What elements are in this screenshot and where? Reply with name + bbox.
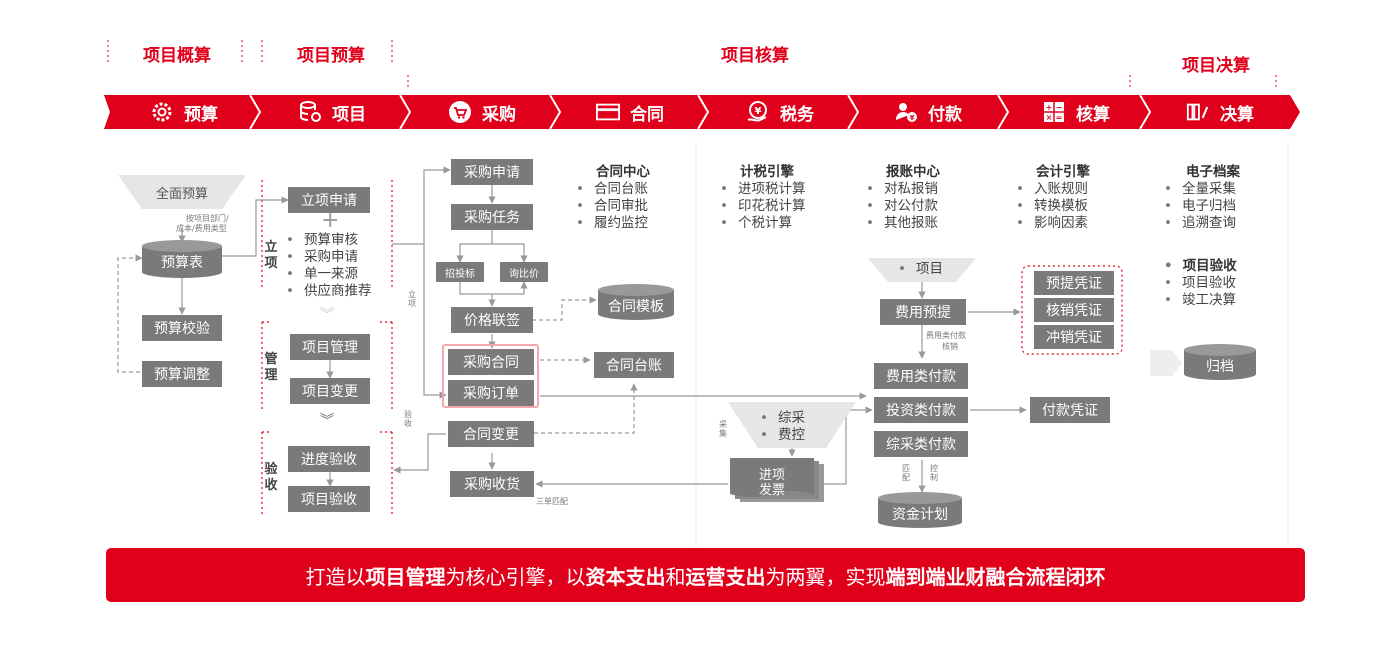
segment-contract[interactable]: 合同 (560, 95, 700, 129)
payment-funnel-list: 项目 (898, 261, 943, 278)
svg-text:=: = (1056, 113, 1063, 122)
tax-collect-note: 采集 (719, 420, 727, 438)
report-center-list: 报账中心 对私报销 对公付款 其他报账 (866, 164, 940, 232)
payment-note-control: 控制 (930, 464, 938, 482)
segment-label: 采购 (482, 104, 516, 125)
yuan-hand-icon: ¥ (746, 100, 770, 124)
stage-setup-label: 立项 (264, 240, 278, 271)
purchase-contract-box[interactable]: 采购合同 (448, 349, 534, 375)
phase-estimate: 项目概算 (143, 46, 211, 66)
purchase-receive-box[interactable]: 采购收货 (450, 471, 534, 497)
phase-final: 项目决算 (1182, 56, 1250, 76)
contract-ledger-box[interactable]: 合同台账 (594, 352, 674, 378)
segment-label: 项目 (332, 104, 366, 125)
connectors (117, 140, 1289, 545)
project-apply-box[interactable]: 立项申请 (288, 187, 370, 213)
user-pay-icon: ¥ (894, 100, 918, 124)
segment-final[interactable]: 决算 (1150, 95, 1290, 129)
project-apply-bullets: 预算审核 采购申请 单一来源 供应商推荐 (286, 232, 372, 300)
segment-label: 决算 (1220, 104, 1254, 125)
phase-budget: 项目预算 (297, 46, 365, 66)
process-bar (104, 95, 1300, 129)
contract-center-list: 合同中心 合同台账 合同审批 履约监控 (576, 164, 650, 232)
invoice-stack[interactable]: 进项 发票 (730, 458, 826, 508)
price-sign-box[interactable]: 价格联签 (451, 307, 533, 333)
database-gear-icon (298, 100, 322, 124)
e-archive-list: 电子档案 全量采集 电子归档 追溯查询 (1164, 164, 1240, 232)
chevron-down-icon: ︾ (320, 413, 334, 429)
segment-budget[interactable]: 预算 (114, 95, 254, 129)
archive[interactable]: 归档 (1184, 344, 1256, 380)
comp-payment-box[interactable]: 综采类付款 (874, 431, 968, 457)
stage-manage-label: 管理 (264, 352, 278, 383)
phase-separators (107, 40, 1277, 90)
budget-note-2: 成本/费用类型 (176, 224, 227, 233)
svg-text:−: − (1056, 103, 1063, 112)
budget-funnel-label: 全面预算 (155, 187, 208, 202)
project-accept-list: 项目验收 项目验收 竣工决算 (1164, 258, 1237, 309)
budget-table[interactable]: 预算表 (142, 240, 222, 278)
svg-text:×: × (1046, 113, 1053, 122)
accrual-voucher-box[interactable]: 预提凭证 (1034, 271, 1114, 295)
inquiry-box[interactable]: 询比价 (500, 262, 548, 282)
cart-icon (448, 100, 472, 124)
svg-text:+: + (1046, 103, 1053, 112)
svg-text:¥: ¥ (910, 114, 915, 122)
segment-label: 核算 (1076, 104, 1110, 125)
payment-note-fee: 费用类付款 (926, 331, 966, 340)
tax-funnel-list: 综采 费控 (760, 410, 805, 444)
fee-prepay-box[interactable]: 费用预提 (880, 299, 966, 325)
summary-banner: 打造以项目管理为核心引擎，以资本支出和运营支出为两翼，实现端到端业财融合流程闭环 (106, 548, 1305, 602)
plus-icon: + (321, 208, 340, 233)
segment-project[interactable]: 项目 (262, 95, 402, 129)
purchase-note-accept: 验收 (404, 410, 412, 428)
segment-payment[interactable]: ¥ 付款 (858, 95, 998, 129)
purchase-note-setup: 立项 (408, 290, 416, 308)
stage-accept-label: 验收 (264, 462, 278, 493)
accounting-engine-list: 会计引擎 入账规则 转换模板 影响因素 (1016, 164, 1090, 232)
archive-edit-icon (1186, 100, 1210, 124)
bid-box[interactable]: 招投标 (436, 262, 484, 282)
payment-note-writeoff: 核销 (942, 342, 958, 351)
calculator-icon: +−×= (1042, 100, 1066, 124)
budget-check-box[interactable]: 预算校验 (142, 315, 222, 341)
segment-tax[interactable]: ¥ 税务 (710, 95, 850, 129)
budget-funnel (118, 175, 246, 209)
segment-accounting[interactable]: +−×= 核算 (1006, 95, 1146, 129)
segment-purchase[interactable]: 采购 (412, 95, 552, 129)
budget-adjust-box[interactable]: 预算调整 (142, 361, 222, 387)
chevron-down-icon: ︾ (320, 307, 334, 323)
purchase-task-box[interactable]: 采购任务 (451, 204, 533, 230)
project-manage-box[interactable]: 项目管理 (290, 334, 370, 360)
project-change-box[interactable]: 项目变更 (290, 378, 370, 404)
contract-template[interactable]: 合同模板 (598, 284, 674, 320)
archive-arrow-icon (1150, 350, 1182, 376)
writeoff-voucher-box[interactable]: 核销凭证 (1034, 298, 1114, 322)
progress-accept-box[interactable]: 进度验收 (288, 446, 370, 472)
purchase-apply-box[interactable]: 采购申请 (451, 159, 533, 185)
tax-engine-list: 计税引擎 进项税计算 印花税计算 个税计算 (720, 164, 806, 232)
phase-accounting: 项目核算 (721, 46, 789, 66)
segment-label: 合同 (630, 104, 664, 125)
project-accept-box[interactable]: 项目验收 (288, 486, 370, 512)
three-way-match-note: 三单匹配 (536, 497, 568, 506)
card-icon (596, 100, 620, 124)
segment-label: 预算 (184, 104, 218, 125)
segment-label: 付款 (928, 104, 962, 125)
purchase-order-box[interactable]: 采购订单 (448, 380, 534, 406)
payment-voucher-box[interactable]: 付款凭证 (1030, 397, 1110, 423)
budget-note-1: 按项目部门/ (186, 214, 229, 223)
contract-change-box[interactable]: 合同变更 (448, 421, 534, 447)
fee-payment-box[interactable]: 费用类付款 (874, 363, 968, 389)
invest-payment-box[interactable]: 投资类付款 (874, 397, 968, 423)
payment-note-match: 匹配 (902, 464, 910, 482)
fund-plan[interactable]: 资金计划 (878, 492, 962, 528)
svg-text:¥: ¥ (755, 106, 762, 117)
reverse-voucher-box[interactable]: 冲销凭证 (1034, 325, 1114, 349)
segment-label: 税务 (780, 104, 814, 125)
gear-icon (150, 100, 174, 124)
